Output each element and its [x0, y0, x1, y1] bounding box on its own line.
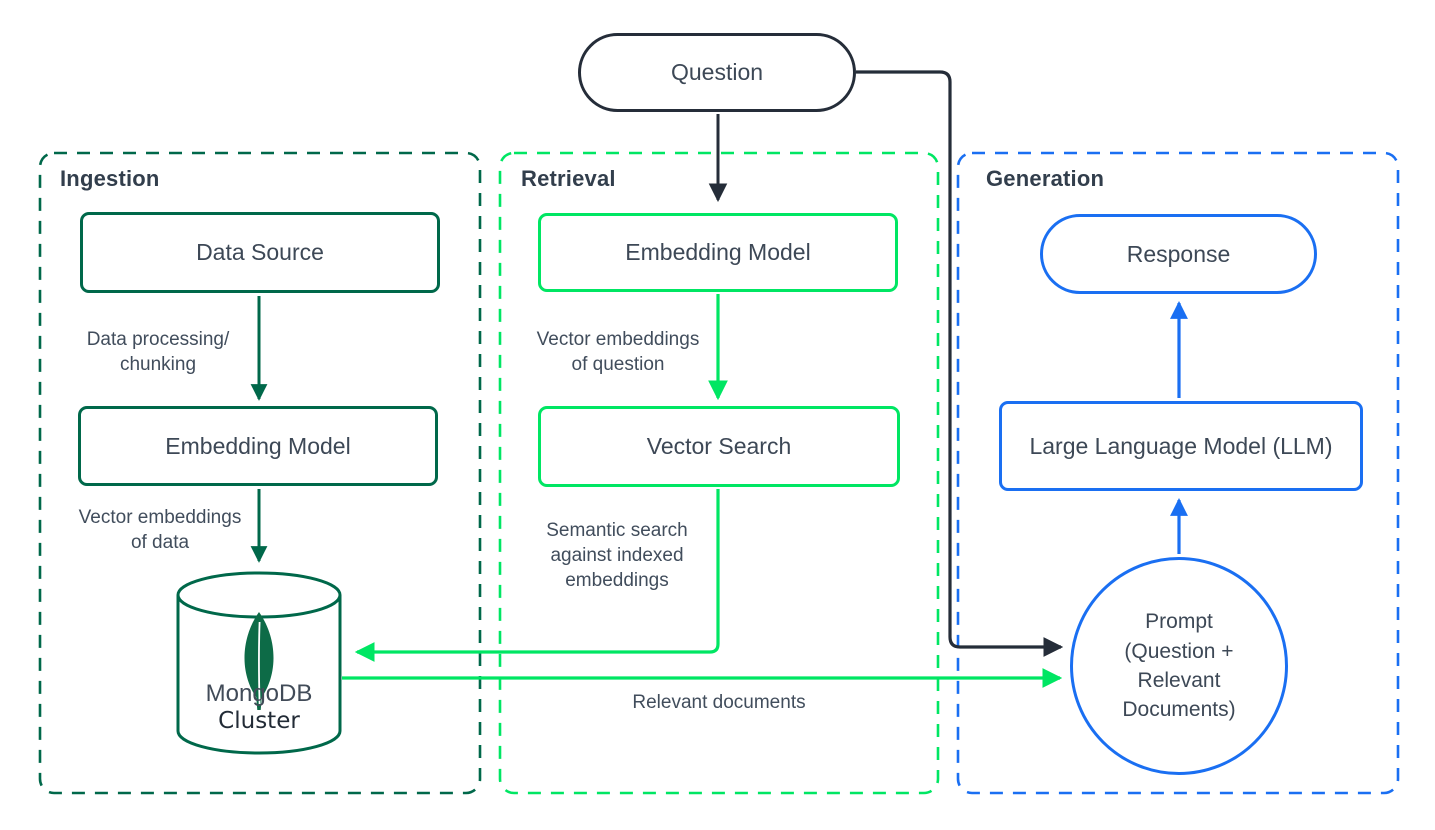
edge-label-vector-embeddings-of-question: Vector embeddings of question: [536, 329, 700, 376]
mongodb-leaf-icon: [244, 612, 274, 710]
response-node: Response: [1040, 214, 1317, 294]
edge-label-relevant-documents: Relevant documents: [632, 692, 806, 713]
mongodb-label-line2: Cluster: [218, 707, 300, 734]
embedding-model-retrieval-node: Embedding Model: [538, 213, 898, 292]
edge-label-data-processing: Data processing/ chunking: [86, 329, 230, 376]
arrow-question-to-prompt: [856, 70, 1064, 657]
generation-panel: [956, 151, 1400, 795]
retrieval-panel: [498, 151, 940, 795]
vector-search-node: Vector Search: [538, 406, 900, 487]
llm-node: Large Language Model (LLM): [999, 401, 1363, 491]
retrieval-section-title: Retrieval: [521, 166, 616, 191]
question-node: Question: [578, 33, 856, 112]
mongodb-cluster-label: MongoDB Cluster: [169, 680, 349, 735]
prompt-node: Prompt (Question + Relevant Documents): [1070, 557, 1288, 775]
edge-label-semantic-search: Semantic search against indexed embeddin…: [546, 520, 688, 592]
edge-label-vector-embeddings-of-data: Vector embeddings of data: [78, 507, 242, 554]
ingestion-panel: [38, 151, 482, 795]
data-source-node: Data Source: [80, 212, 440, 293]
mongodb-label-line1: MongoDB: [205, 680, 313, 707]
arrow-vector-search-to-cluster: [354, 489, 720, 662]
ingestion-section-title: Ingestion: [60, 166, 160, 191]
generation-section-title: Generation: [986, 166, 1105, 191]
embedding-model-ingestion-node: Embedding Model: [78, 406, 438, 486]
